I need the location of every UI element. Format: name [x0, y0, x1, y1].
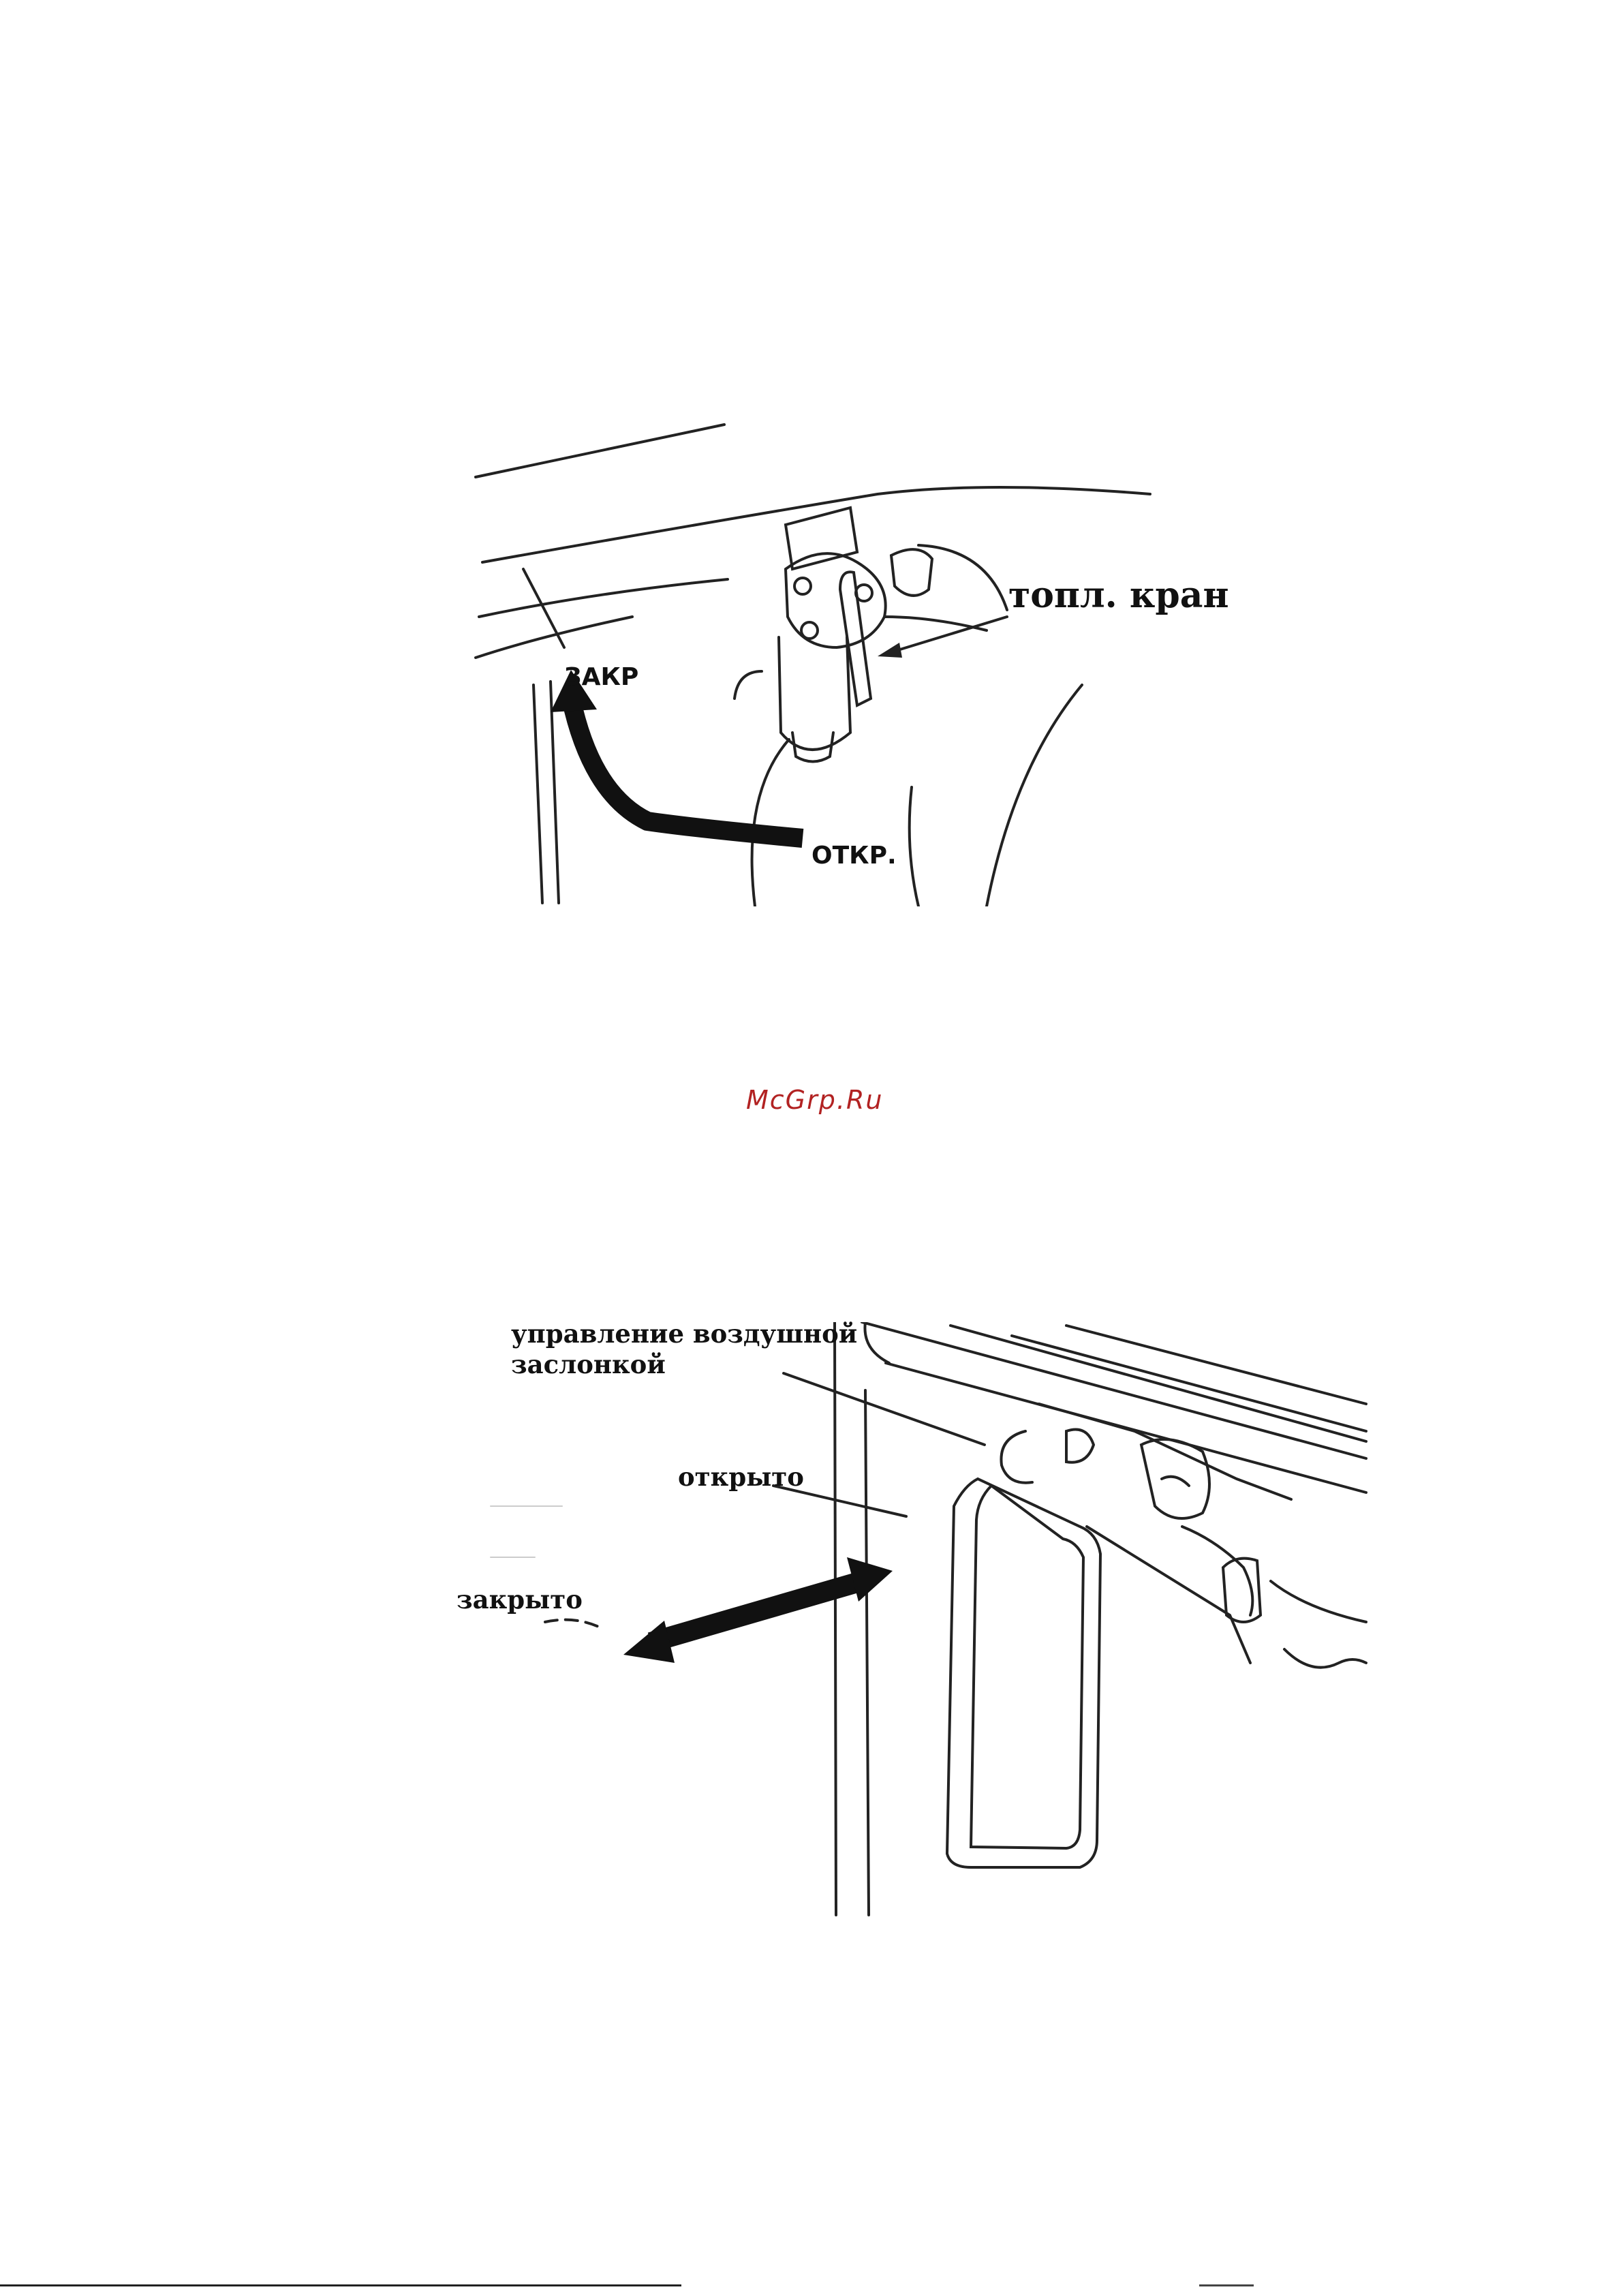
watermark-text: McGrp.Ru: [746, 1085, 883, 1115]
closed-label: закрыто: [457, 1585, 583, 1614]
footer-rule: [0, 2284, 681, 2286]
open-label: ОТКР.: [812, 842, 897, 870]
close-label: ЗАКР: [564, 663, 638, 691]
choke-control-label-line2: заслонкой: [511, 1349, 666, 1379]
footer-rule-right: [1199, 2284, 1254, 2286]
choke-figure: управление воздушной заслонкой открыто з…: [385, 1322, 1393, 1922]
opened-label: открыто: [678, 1462, 804, 1492]
fuel-valve-figure: топл. кран ЗАКР ОТКР.: [469, 412, 1259, 906]
choke-control-label-line1: управление воздушной: [511, 1319, 857, 1349]
fuel-valve-label: топл. кран: [1008, 575, 1229, 616]
choke-drawing: [385, 1322, 1393, 1922]
fuel-valve-drawing: [469, 412, 1259, 906]
